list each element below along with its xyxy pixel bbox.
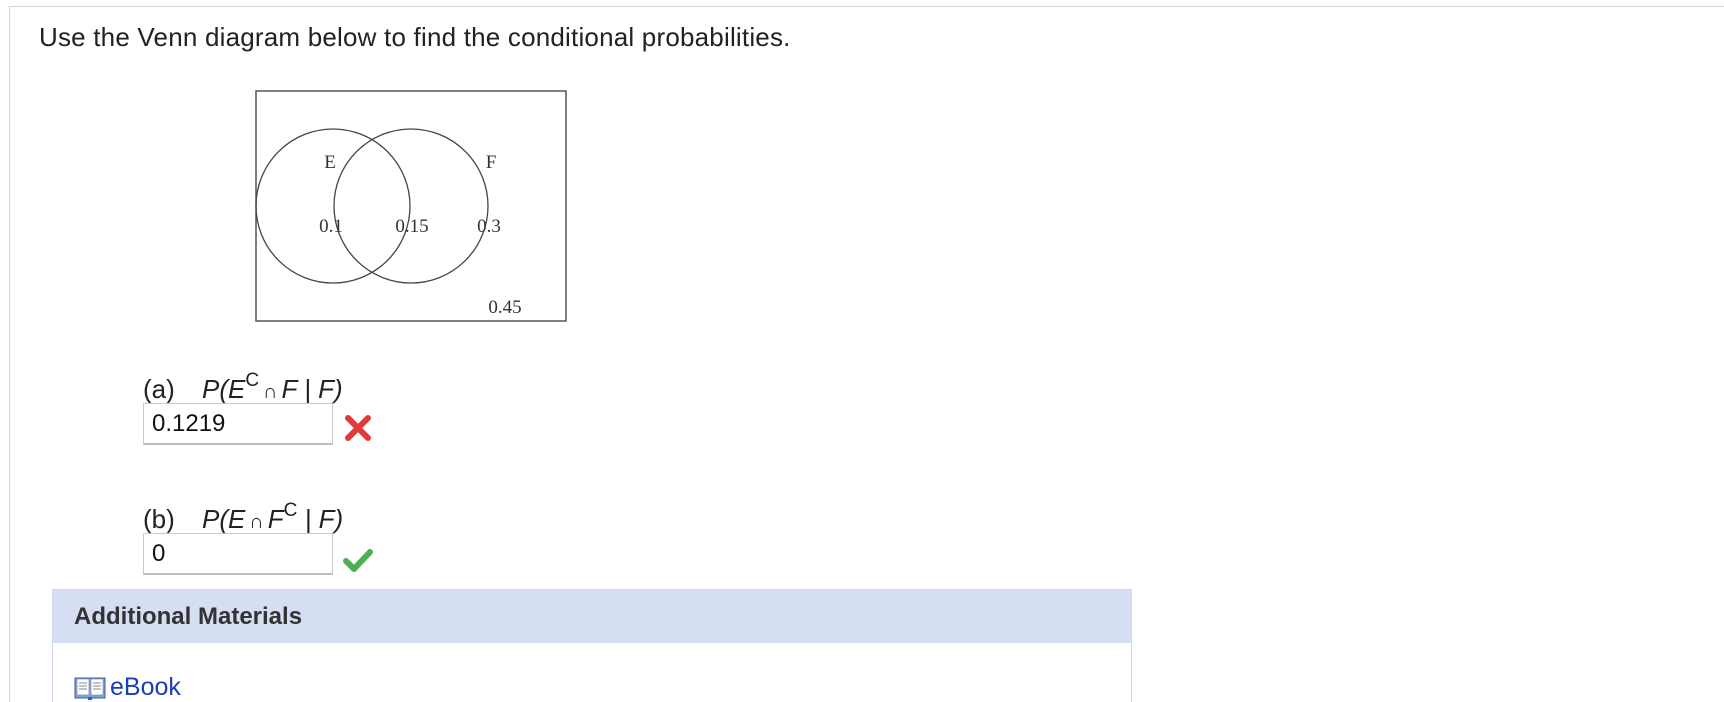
correct-check-icon [343, 549, 373, 572]
venn-value-outside: 0.45 [488, 297, 521, 318]
venn-circle-f [333, 128, 489, 284]
part-a-expression: P(EC∩F | F) [202, 370, 343, 404]
ebook-label[interactable]: eBook [110, 673, 181, 701]
venn-diagram: E F 0.1 0.15 0.3 0.45 [255, 90, 567, 322]
venn-universe-box [255, 90, 567, 322]
additional-materials-panel: Additional Materials eBook [52, 589, 1132, 702]
left-divider [9, 6, 10, 702]
venn-value-e-only: 0.1 [319, 216, 343, 237]
part-b-label: (b) [143, 504, 175, 534]
venn-circle-e [255, 128, 411, 284]
part-b-answer-input[interactable] [143, 533, 333, 575]
question-instruction: Use the Venn diagram below to find the c… [39, 22, 791, 52]
ebook-link[interactable]: eBook [74, 673, 181, 702]
venn-label-e: E [324, 152, 336, 173]
venn-value-f-only: 0.3 [477, 216, 501, 237]
venn-label-f: F [486, 152, 497, 173]
top-divider [9, 6, 1724, 7]
part-a-label: (a) [143, 374, 175, 404]
additional-materials-title: Additional Materials [53, 590, 1131, 643]
part-b-expression: P(E∩FC | F) [202, 500, 344, 534]
incorrect-x-icon [345, 415, 371, 441]
venn-value-intersection: 0.15 [395, 216, 428, 237]
book-icon [74, 677, 106, 700]
part-b-heading: (b) P(E∩FC | F) [143, 500, 343, 535]
part-a-heading: (a) P(EC∩F | F) [143, 370, 343, 405]
part-a-answer-input[interactable] [143, 403, 333, 445]
